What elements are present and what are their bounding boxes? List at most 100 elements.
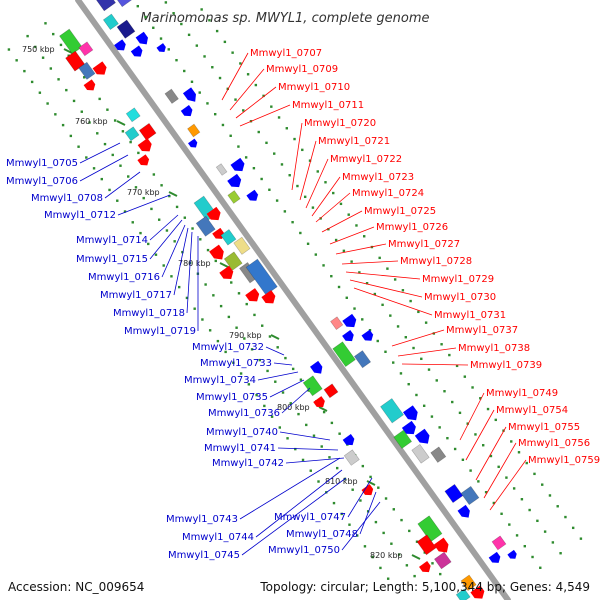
track-dot — [230, 281, 233, 284]
gene-arrow-shape — [83, 79, 96, 91]
track-dot — [44, 22, 47, 25]
gene-arrow — [470, 585, 485, 599]
gene-box-shape — [164, 88, 179, 104]
gene-box — [417, 515, 443, 543]
track-dot — [435, 379, 438, 382]
gene-box — [460, 485, 480, 506]
gene-arrow-shape — [137, 138, 152, 152]
gene-label: Mmwyl1_0743 — [166, 514, 238, 525]
gene-box-shape — [380, 398, 404, 424]
label-connector — [397, 347, 457, 357]
track-dot — [397, 553, 401, 556]
track-dot — [448, 353, 451, 357]
track-dot — [492, 501, 496, 505]
track-dot — [412, 346, 415, 350]
gene-arrow — [403, 405, 418, 421]
gene-box-shape — [215, 163, 228, 176]
track-dot — [400, 518, 403, 522]
gene-box-shape — [444, 483, 464, 504]
track-dot — [368, 328, 372, 332]
track-dot — [477, 480, 480, 483]
gene-label: Mmwyl1_0733 — [200, 358, 272, 369]
track-dot — [430, 415, 434, 418]
gene-box — [138, 122, 157, 141]
gene-arrow — [361, 484, 374, 496]
track-dot — [261, 324, 264, 327]
gene-arrow-shape — [470, 585, 485, 599]
track-dot — [301, 148, 304, 152]
gene-arrow-shape — [419, 561, 431, 573]
gene-box-shape — [102, 13, 119, 31]
kbp-marker-label: 820 kbp — [370, 551, 403, 560]
track-dot — [131, 221, 134, 224]
track-dot — [59, 43, 63, 47]
track-dot — [515, 534, 519, 537]
track-dot — [291, 367, 295, 371]
kbp-tick — [366, 480, 376, 486]
gene-box-shape — [343, 449, 360, 466]
kbp-marker-label: 790 kbp — [229, 331, 262, 340]
track-dot — [409, 299, 412, 303]
kbp-tick — [318, 406, 328, 412]
track-dot — [481, 444, 485, 447]
track-dot — [235, 326, 238, 329]
track-dot — [195, 44, 199, 47]
track-dot — [334, 238, 338, 242]
track-dot — [245, 302, 248, 306]
track-dot — [382, 531, 385, 535]
track-dot — [289, 402, 292, 405]
track-dot — [415, 393, 418, 397]
track-dot — [250, 348, 254, 351]
track-dot — [168, 194, 171, 198]
track-dot — [392, 361, 395, 364]
track-dot — [431, 562, 434, 565]
gene-arrow-shape — [507, 549, 517, 559]
gene-label: Mmwyl1_0719 — [124, 326, 196, 337]
track-dot — [288, 174, 291, 177]
track-dot — [46, 102, 49, 105]
gene-box-shape — [124, 126, 140, 142]
track-dot — [144, 15, 147, 19]
gene-box — [116, 19, 136, 39]
track-dot — [185, 296, 189, 300]
track-dot — [451, 400, 454, 404]
track-dot — [239, 372, 243, 375]
gene-box-shape — [323, 383, 339, 399]
track-dot — [415, 540, 419, 543]
gene-label: Mmwyl1_0723 — [342, 172, 414, 183]
track-dot — [165, 229, 169, 232]
track-dot — [198, 91, 201, 94]
track-dot — [359, 499, 362, 502]
gene-arrow — [83, 79, 96, 91]
gene-label: Mmwyl1_0747 — [274, 512, 346, 523]
track-dot — [218, 76, 222, 80]
track-dot — [306, 242, 310, 245]
label-connector — [79, 142, 121, 164]
gene-box — [332, 341, 356, 368]
track-dot — [396, 325, 400, 328]
gene-box-shape — [138, 122, 157, 141]
track-dot — [486, 407, 490, 411]
gene-box-shape — [111, 0, 133, 8]
track-dot — [541, 483, 544, 486]
gene-box — [444, 483, 464, 504]
gene-arrow-shape — [457, 504, 470, 518]
gene-arrow-shape — [261, 290, 276, 304]
track-dot — [223, 40, 227, 44]
track-dot — [386, 577, 390, 580]
track-dot — [332, 191, 335, 195]
gene-arrow-shape — [403, 405, 418, 421]
gene-label: Mmwyl1_0756 — [518, 438, 590, 449]
label-connector — [483, 442, 517, 499]
track-dot — [461, 458, 465, 461]
track-dot — [204, 283, 207, 286]
gene-label: Mmwyl1_0709 — [266, 64, 338, 75]
gene-arrow-shape — [188, 138, 198, 148]
track-dot — [23, 69, 26, 73]
track-dot — [379, 566, 382, 570]
label-connector — [79, 154, 129, 182]
gene-label: Mmwyl1_0735 — [196, 392, 268, 403]
label-connector — [341, 501, 381, 551]
gene-arrow-shape — [114, 39, 126, 51]
gene-box — [125, 107, 141, 123]
